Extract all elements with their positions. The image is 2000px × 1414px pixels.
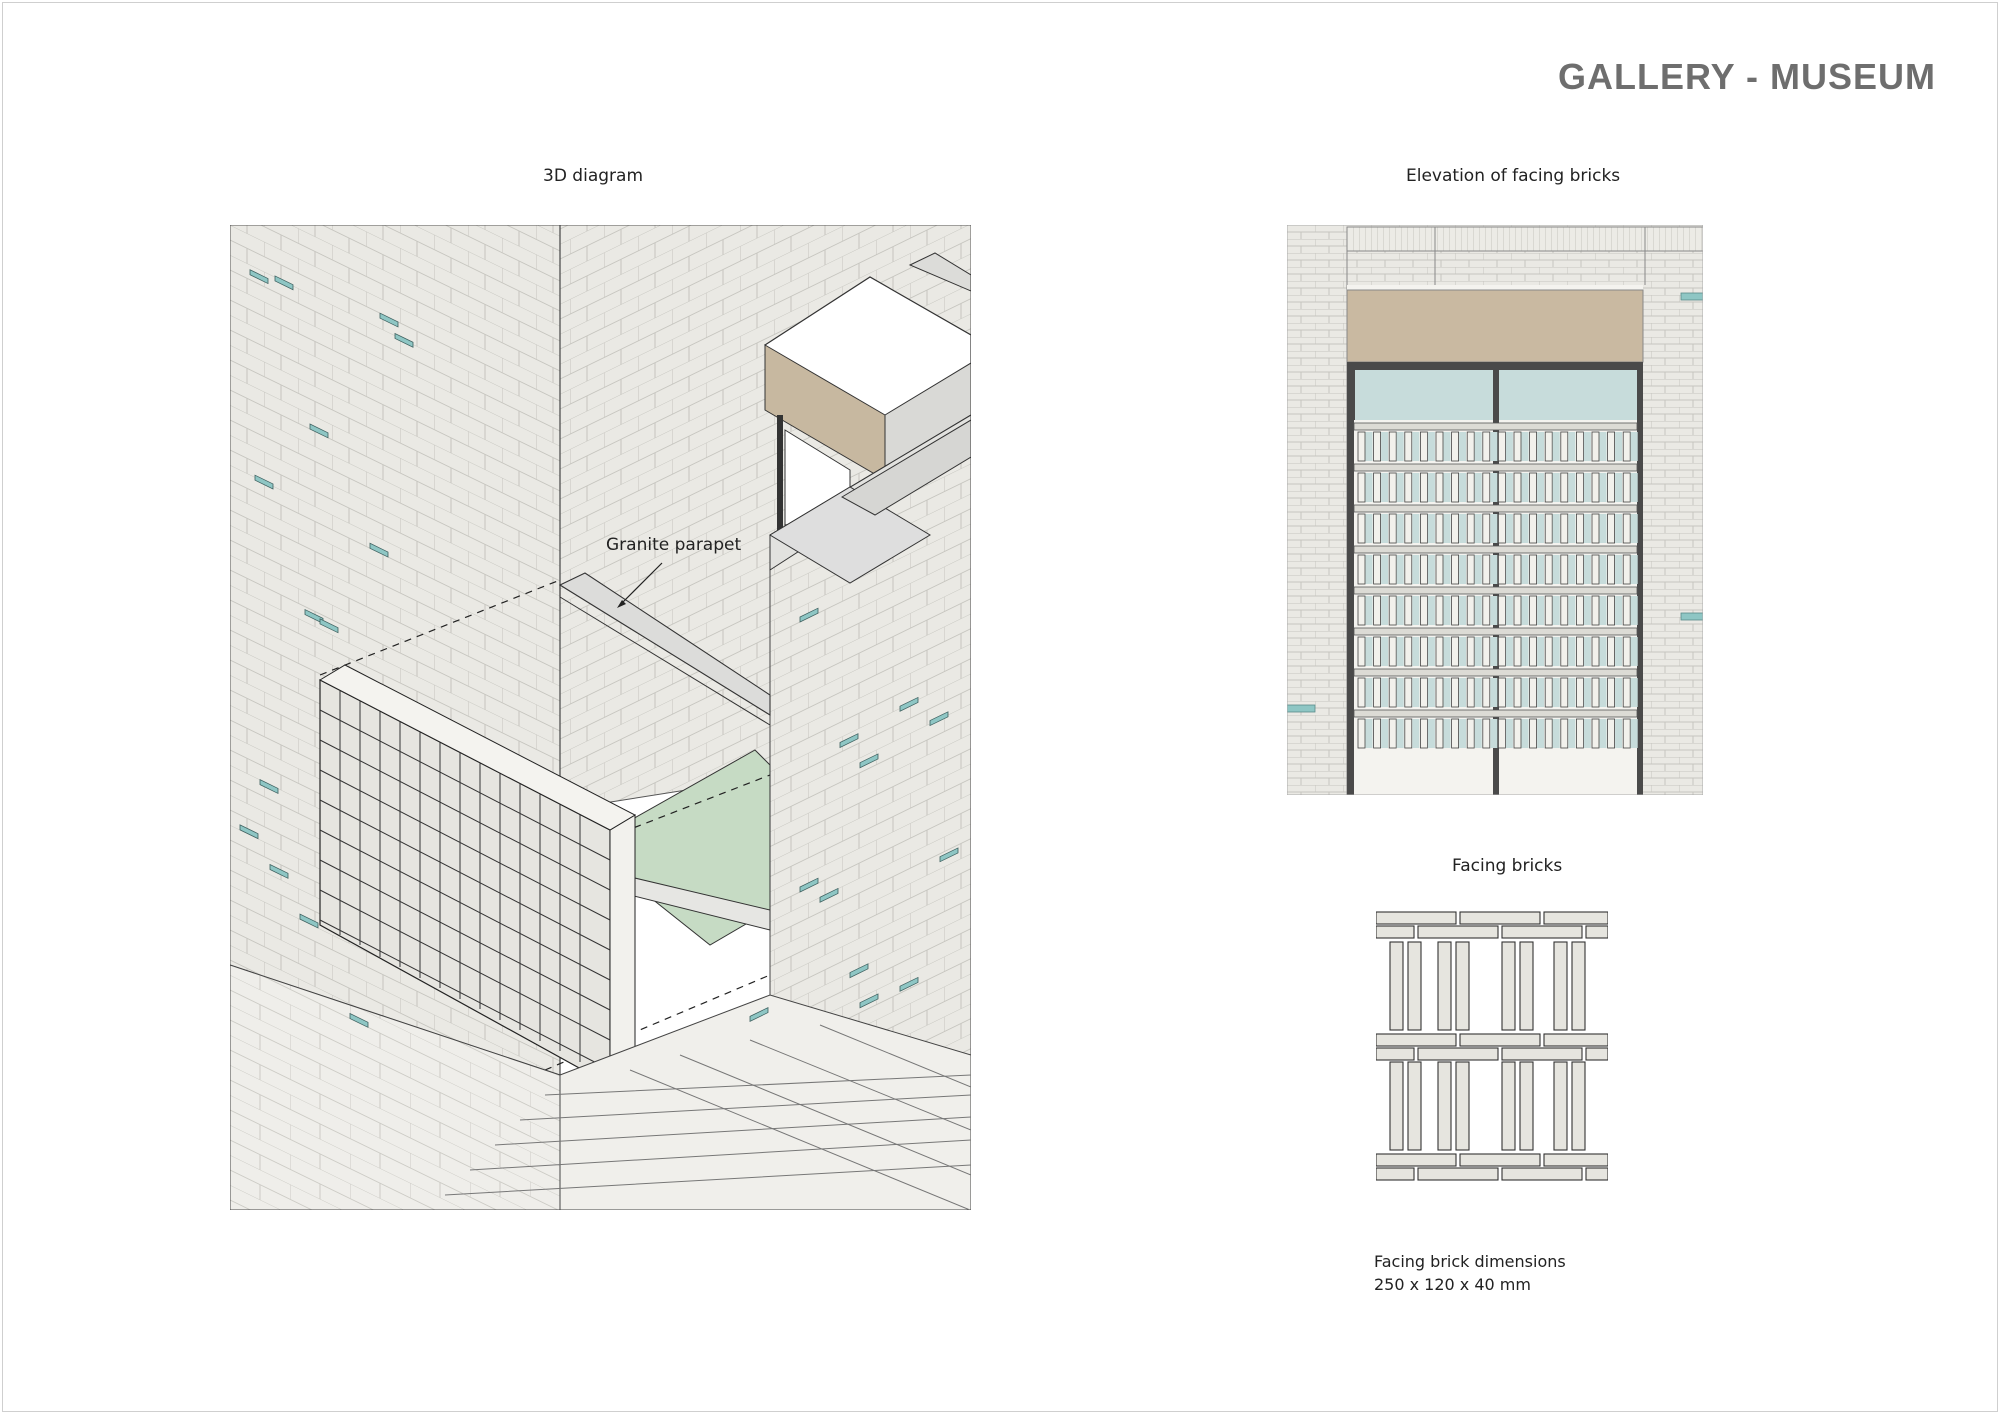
facing-brick	[1519, 1061, 1534, 1151]
caption-elevation: Elevation of facing bricks	[1406, 166, 1621, 186]
facing-brick-detail	[1376, 911, 1608, 1181]
facing-brick	[1519, 941, 1534, 1031]
facing-brick	[1417, 1167, 1499, 1181]
facing-brick	[1553, 941, 1568, 1031]
facing-brick	[1417, 925, 1499, 939]
facing-brick	[1459, 1033, 1541, 1047]
facing-brick	[1376, 1047, 1415, 1061]
facing-brick	[1585, 1167, 1608, 1181]
facing-brick	[1501, 1167, 1583, 1181]
parapet-callout-leader	[619, 562, 663, 606]
facing-brick	[1501, 1047, 1583, 1061]
facing-brick	[1501, 1061, 1516, 1151]
facing-brick	[1417, 1047, 1499, 1061]
facing-brick	[1543, 911, 1608, 925]
facing-brick	[1501, 925, 1583, 939]
facing-brick	[1376, 911, 1457, 925]
facing-brick	[1543, 1033, 1608, 1047]
brick-dimensions-value: 250 x 120 x 40 mm	[1374, 1275, 1531, 1294]
facing-brick-elevation	[1287, 225, 1703, 795]
facing-brick	[1389, 941, 1404, 1031]
facing-brick	[1407, 1061, 1422, 1151]
facing-brick	[1585, 1047, 1608, 1061]
facing-brick	[1585, 925, 1608, 939]
facing-brick	[1407, 941, 1422, 1031]
facing-brick	[1437, 941, 1452, 1031]
facing-brick	[1571, 1061, 1586, 1151]
facing-brick	[1459, 911, 1541, 925]
caption-3d-diagram: 3D diagram	[543, 166, 643, 186]
facing-brick	[1455, 1061, 1470, 1151]
facing-brick	[1553, 1061, 1568, 1151]
facing-brick	[1455, 941, 1470, 1031]
facing-brick	[1459, 1153, 1541, 1167]
facing-brick	[1543, 1153, 1608, 1167]
facing-brick	[1376, 925, 1415, 939]
facing-brick	[1376, 1153, 1457, 1167]
caption-facing-bricks: Facing bricks	[1452, 856, 1563, 876]
granite-parapet-callout: Granite parapet	[606, 535, 742, 555]
isometric-3d-diagram	[230, 225, 971, 1210]
facing-brick	[1571, 941, 1586, 1031]
facing-brick	[1501, 941, 1516, 1031]
page-title: GALLERY - MUSEUM	[1557, 56, 1936, 97]
facing-brick	[1437, 1061, 1452, 1151]
facing-brick	[1376, 1033, 1457, 1047]
facing-brick	[1389, 1061, 1404, 1151]
facing-brick	[1376, 1167, 1415, 1181]
brick-dimensions-label: Facing brick dimensions	[1374, 1252, 1566, 1271]
brick-dimensions-note: Facing brick dimensions 250 x 120 x 40 m…	[1374, 1250, 1566, 1296]
